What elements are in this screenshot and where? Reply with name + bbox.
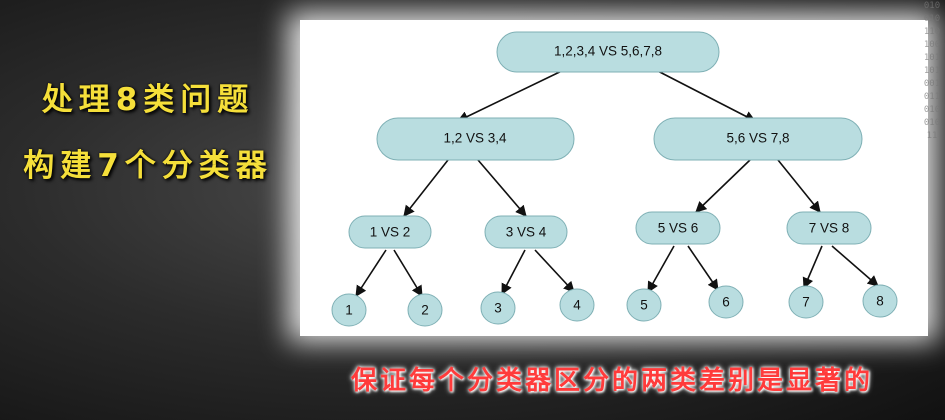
edge-l1a-l2a [403, 159, 449, 217]
caption-text: 保证每个分类器区分的两类差别是显著的 [350, 366, 873, 396]
classifier-node-1-vs-2: 1 VS 2 [348, 215, 432, 249]
side-title-line2: 构建7个分类器 [23, 148, 273, 184]
edge-l2a-leaf2 [393, 249, 423, 297]
edge-l2b-leaf4 [534, 249, 575, 293]
leaf-node-7: 7 [788, 285, 824, 319]
leaf-node-6: 6 [708, 285, 744, 319]
leaf-label-8: 8 [876, 294, 884, 309]
classifier-node-7-vs-8: 7 VS 8 [786, 211, 872, 245]
diagram-panel: 1,2,3,4 VS 5,6,7,8 1,2 VS 3,4 5,6 VS 7,8… [300, 20, 928, 336]
classifier-label-7-vs-8: 7 VS 8 [809, 221, 850, 236]
classifier-label-3-vs-4: 3 VS 4 [506, 225, 547, 240]
edge-l2a-leaf1 [355, 249, 387, 297]
leaf-label-2: 2 [421, 303, 429, 318]
decorative-binary-strip: 01001011010010110100101101001011 [923, 1, 941, 141]
classifier-tree-diagram: 1,2,3,4 VS 5,6,7,8 1,2 VS 3,4 5,6 VS 7,8… [331, 31, 898, 327]
leaf-node-4: 4 [559, 288, 595, 322]
leaf-label-3: 3 [494, 301, 502, 316]
edge-l2b-leaf3 [501, 249, 526, 295]
edge-l2c-leaf5 [647, 245, 675, 293]
leaf-label-1: 1 [345, 303, 353, 318]
classifier-node-1-2-vs-3-4: 1,2 VS 3,4 [376, 117, 575, 161]
leaf-node-2: 2 [407, 293, 443, 327]
leaf-label-5: 5 [640, 298, 648, 313]
edge-root-l1b [649, 66, 756, 122]
classifier-node-5-6-vs-7-8: 5,6 VS 7,8 [653, 117, 863, 161]
classifier-node-5-vs-6: 5 VS 6 [635, 211, 721, 245]
edge-l1b-l2d [777, 159, 821, 213]
tree-edges [355, 66, 879, 297]
classifier-label-1-vs-2: 1 VS 2 [370, 225, 411, 240]
leaf-label-4: 4 [573, 298, 581, 313]
edge-l2d-leaf8 [831, 245, 879, 287]
classifier-node-3-vs-4: 3 VS 4 [484, 215, 568, 249]
leaf-label-6: 6 [722, 295, 730, 310]
leaf-node-8: 8 [862, 284, 898, 318]
classifier-label-5-6-vs-7-8: 5,6 VS 7,8 [726, 131, 789, 146]
edge-l2c-leaf6 [687, 245, 719, 291]
classifier-label-5-vs-6: 5 VS 6 [658, 221, 699, 236]
leaf-node-1: 1 [331, 293, 367, 327]
leaf-node-5: 5 [626, 288, 662, 322]
edge-l1b-l2c [695, 159, 751, 213]
root-classifier-node: 1,2,3,4 VS 5,6,7,8 [496, 31, 720, 73]
leaf-node-3: 3 [480, 291, 516, 325]
edge-root-l1a [456, 66, 571, 122]
root-classifier-label: 1,2,3,4 VS 5,6,7,8 [554, 44, 662, 59]
classifier-label-1-2-vs-3-4: 1,2 VS 3,4 [443, 131, 507, 146]
side-title-line1: 处理8类问题 [41, 82, 255, 118]
edge-l1a-l2b [477, 159, 527, 217]
leaf-label-7: 7 [802, 295, 810, 310]
edge-l2d-leaf7 [802, 245, 823, 290]
